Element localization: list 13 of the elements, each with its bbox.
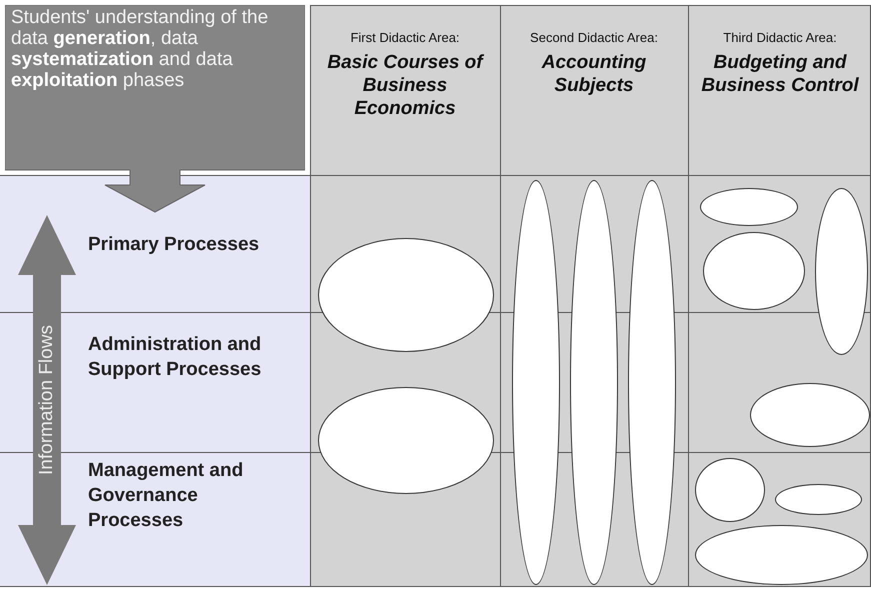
area-label: Second Didactic Area: [529, 30, 659, 45]
callout-text: Students' understanding of the data generation, data systematization and data exploitation phases [11, 7, 270, 91]
row-label: Primary Processes [88, 232, 288, 286]
area-label: Third Didactic Area: [722, 30, 838, 45]
area-title: Budgeting and Business Control [700, 51, 860, 97]
row-label: Administration and Support Processes [88, 332, 298, 412]
callout-arrow [5, 5, 305, 213]
double-arrow [18, 215, 76, 585]
area-label: First Didactic Area: [349, 30, 461, 45]
flow-label: Information Flows [36, 324, 58, 477]
area-title: Accounting Subjects [540, 51, 648, 97]
area-title: Basic Courses of Business Economics [326, 51, 486, 120]
row-label: Management and Governance Processes [88, 458, 298, 564]
